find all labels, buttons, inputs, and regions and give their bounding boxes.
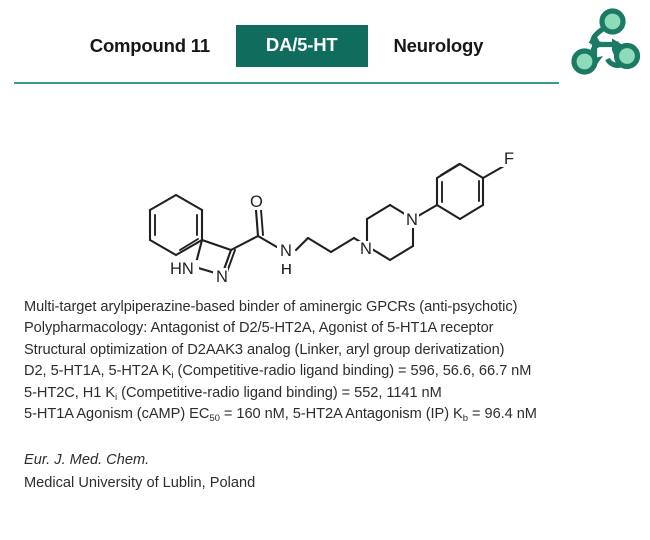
kb-suffix: = 96.4 nM [468, 406, 537, 423]
therapeutic-area-label: Neurology [393, 35, 484, 56]
ki-line2-suffix: (Competitive-radio ligand binding) = 552… [117, 384, 442, 401]
header-title-row: Compound 11 DA/5-HT Neurology [14, 22, 559, 70]
journal-citation: Eur. J. Med. Chem. [24, 452, 150, 468]
kb-subscript: b [462, 413, 469, 425]
description-block: Multi-target arylpiperazine-based binder… [24, 297, 634, 425]
ki-line1-suffix: (Competitive-radio ligand binding) = 596… [173, 363, 532, 380]
svg-text:HN: HN [170, 260, 194, 278]
footer-block: Eur. J. Med. Chem. Medical University of… [24, 449, 634, 495]
svg-text:N: N [216, 268, 228, 286]
ec50-middle: = 160 nM, 5-HT2A Antagonism (IP) K [219, 406, 463, 423]
binding-affinity-line-1: D2, 5-HT1A, 5-HT2A Ki (Competitive-radio… [24, 361, 634, 382]
svg-text:F: F [504, 150, 514, 168]
ki-subscript: i [115, 391, 118, 403]
svg-text:O: O [250, 193, 263, 211]
compound-name-label: Compound 11 [89, 35, 210, 56]
institution-affiliation: Medical University of Lublin, Poland [24, 475, 256, 491]
description-line-2: Polypharmacology: Antagonist of D2/5-HT2… [24, 320, 494, 337]
svg-text:H: H [281, 261, 292, 278]
header: Compound 11 DA/5-HT Neurology [0, 0, 650, 92]
ki-line1-prefix: D2, 5-HT1A, 5-HT2A K [24, 363, 172, 380]
functional-activity-line: 5-HT1A Agonism (cAMP) EC50 = 160 nM, 5-H… [24, 404, 634, 425]
target-class-badge: DA/5-HT [235, 25, 368, 67]
ki-subscript: i [171, 370, 174, 382]
description-line-1: Multi-target arylpiperazine-based binder… [24, 299, 518, 315]
ec50-subscript: 50 [209, 413, 220, 425]
header-divider [14, 82, 559, 84]
svg-text:N: N [406, 211, 418, 229]
triskelion-network-logo-icon [570, 6, 642, 78]
svg-text:N: N [280, 242, 292, 260]
description-line-3: Structural optimization of D2AAK3 analog… [24, 341, 505, 358]
ki-line2-prefix: 5-HT2C, H1 K [24, 384, 116, 401]
atom-label-amide-h: H [281, 261, 292, 278]
binding-affinity-line-2: 5-HT2C, H1 Ki (Competitive-radio ligand … [24, 383, 634, 404]
ec50-prefix: 5-HT1A Agonism (cAMP) EC [24, 406, 210, 423]
svg-text:N: N [360, 240, 372, 258]
chemical-structure: HN N O N H N N F HN N O N [0, 98, 650, 288]
